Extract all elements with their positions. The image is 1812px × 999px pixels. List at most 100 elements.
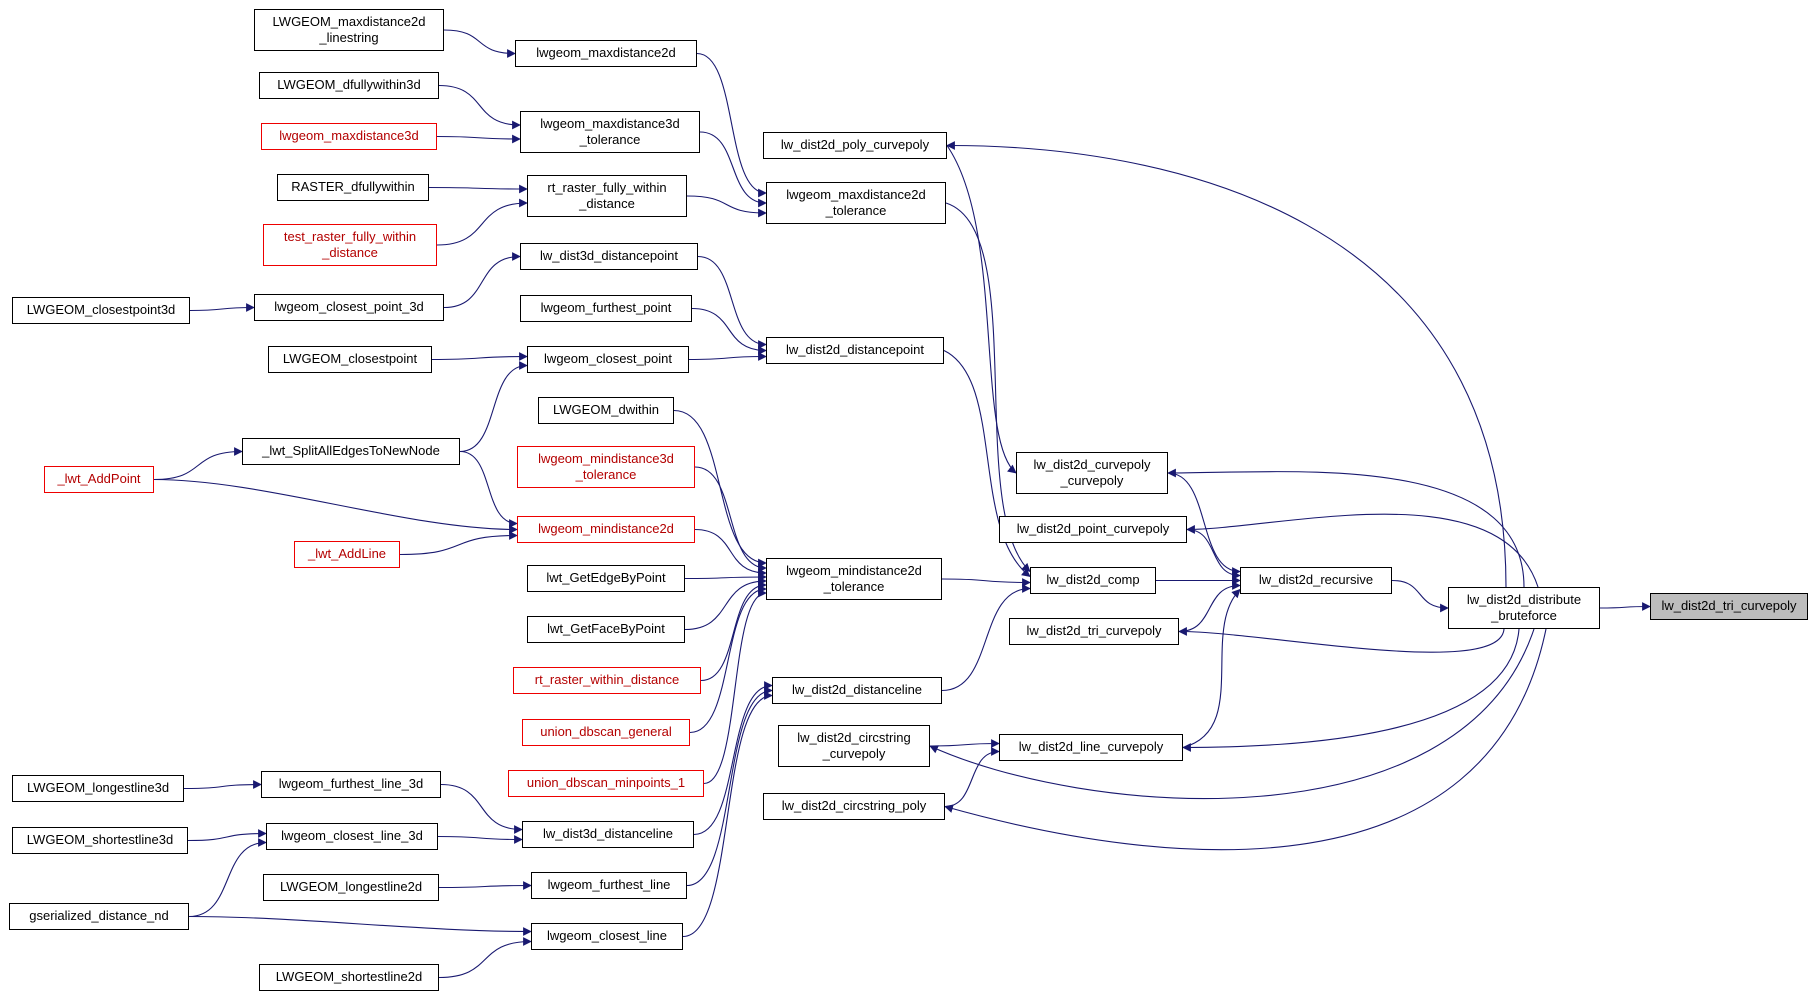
node-LWGEOM_closestpoint3d[interactable]: LWGEOM_closestpoint3d	[12, 297, 190, 324]
node-label: LWGEOM_shortestline2d	[275, 969, 423, 985]
node-rt_raster_fully_within_distance[interactable]: rt_raster_fully_within _distance	[527, 175, 687, 217]
node-label: lwgeom_maxdistance3d	[279, 128, 419, 144]
node-label: lw_dist2d_circstring _curvepoly	[797, 729, 911, 761]
node-lwgeom_mindistance2d[interactable]: lwgeom_mindistance2d	[517, 516, 695, 543]
node-LWGEOM_longestline3d[interactable]: LWGEOM_longestline3d	[12, 775, 184, 802]
node-label: LWGEOM_closestpoint3d	[26, 302, 176, 318]
edge-LWGEOM_longestline2d-to-lwgeom_furthest_line	[438, 881, 532, 890]
edge-LWGEOM_closestpoint-to-lwgeom_closest_point	[431, 352, 528, 361]
node-label: lw_dist2d_tri_curvepoly	[1026, 623, 1162, 639]
edge-rt_raster_fully_within_distance-to-lwgeom_maxdistance2d_tolerance	[686, 195, 767, 218]
node-LWGEOM_maxdistance2d_linestring[interactable]: LWGEOM_maxdistance2d _linestring	[254, 9, 444, 51]
node-label: lwgeom_mindistance2d	[538, 521, 674, 537]
node-_lwt_AddPoint[interactable]: _lwt_AddPoint	[44, 466, 154, 493]
node-label: lwgeom_closest_line	[547, 928, 667, 944]
node-lw_dist2d_recursive[interactable]: lw_dist2d_recursive	[1240, 567, 1392, 594]
node-lw_dist2d_tri_curvepoly_target[interactable]: lw_dist2d_tri_curvepoly	[1650, 593, 1808, 620]
node-label: lw_dist3d_distanceline	[542, 826, 674, 842]
edge-gserialized_distance_nd-to-lwgeom_closest_line_3d	[188, 838, 267, 918]
edge-lwgeom_mindistance2d-to-lwgeom_mindistance2d_tolerance	[694, 528, 767, 578]
edge-lw_dist2d_curvepoly_curvepoly-to-lw_dist2d_recursive	[1167, 472, 1241, 576]
edge-lw_dist2d_recursive-to-lw_dist2d_distribute_bruteforce	[1391, 579, 1449, 613]
edge-lw_dist3d_distanceline-to-lw_dist2d_distanceline	[693, 681, 773, 836]
edge-lw_dist2d_distribute_bruteforce-to-lw_dist2d_tri_curvepoly_caller	[1178, 627, 1505, 653]
node-lwgeom_maxdistance2d[interactable]: lwgeom_maxdistance2d	[515, 40, 697, 67]
node-lw_dist2d_comp[interactable]: lw_dist2d_comp	[1030, 567, 1156, 594]
node-lw_dist2d_curvepoly_curvepoly[interactable]: lw_dist2d_curvepoly _curvepoly	[1016, 452, 1168, 494]
node-LWGEOM_closestpoint[interactable]: LWGEOM_closestpoint	[268, 346, 432, 373]
node-lwgeom_closest_point_3d[interactable]: lwgeom_closest_point_3d	[254, 294, 444, 321]
node-lw_dist2d_distanceline[interactable]: lw_dist2d_distanceline	[772, 677, 942, 704]
node-union_dbscan_minpoints_1[interactable]: union_dbscan_minpoints_1	[508, 770, 704, 797]
node-lwgeom_closest_point[interactable]: lwgeom_closest_point	[527, 346, 689, 373]
edge-_lwt_AddPoint-to-lwgeom_mindistance2d	[153, 478, 518, 534]
node-gserialized_distance_nd[interactable]: gserialized_distance_nd	[9, 903, 189, 930]
node-lwgeom_furthest_point[interactable]: lwgeom_furthest_point	[520, 295, 692, 322]
node-label: lwgeom_maxdistance2d _tolerance	[786, 186, 926, 218]
node-_lwt_AddLine[interactable]: _lwt_AddLine	[294, 541, 400, 568]
node-label: lw_dist2d_tri_curvepoly	[1661, 598, 1797, 614]
node-lwgeom_furthest_line_3d[interactable]: lwgeom_furthest_line_3d	[261, 771, 441, 798]
node-lwgeom_closest_line[interactable]: lwgeom_closest_line	[531, 923, 683, 950]
node-label: lwgeom_closest_point_3d	[274, 299, 424, 315]
edge-lwgeom_furthest_line-to-lw_dist2d_distanceline	[686, 686, 773, 887]
node-label: RASTER_dfullywithin	[291, 179, 415, 195]
edge-lw_dist2d_distanceline-to-lw_dist2d_comp	[941, 584, 1031, 692]
edge-lw_dist2d_tri_curvepoly_caller-to-lw_dist2d_recursive	[1178, 581, 1241, 633]
node-lw_dist3d_distanceline[interactable]: lw_dist3d_distanceline	[522, 821, 694, 848]
node-LWGEOM_dfullywithin3d[interactable]: LWGEOM_dfullywithin3d	[259, 72, 439, 99]
edge-lw_dist2d_distribute_bruteforce-to-lw_dist2d_curvepoly_curvepoly	[1167, 468, 1525, 588]
node-lw_dist2d_distribute_bruteforce[interactable]: lw_dist2d_distribute _bruteforce	[1448, 587, 1600, 629]
node-_lwt_SplitAllEdgesToNewNode[interactable]: _lwt_SplitAllEdgesToNewNode	[242, 438, 460, 465]
node-label: union_dbscan_minpoints_1	[526, 775, 686, 791]
node-label: lw_dist2d_distancepoint	[785, 342, 925, 358]
edge-lwgeom_mindistance3d_tolerance-to-lwgeom_mindistance2d_tolerance	[694, 466, 767, 573]
node-label: lw_dist2d_distribute _bruteforce	[1466, 591, 1582, 623]
node-label: LWGEOM_maxdistance2d _linestring	[272, 13, 426, 45]
node-label: LWGEOM_closestpoint	[282, 351, 418, 367]
node-lw_dist3d_distancepoint[interactable]: lw_dist3d_distancepoint	[520, 243, 698, 270]
node-label: lwt_GetFaceByPoint	[547, 621, 665, 637]
node-label: lw_dist2d_circstring_poly	[781, 798, 927, 814]
node-lwgeom_furthest_line[interactable]: lwgeom_furthest_line	[531, 872, 687, 899]
node-label: LWGEOM_longestline3d	[26, 780, 170, 796]
node-LWGEOM_dwithin[interactable]: LWGEOM_dwithin	[538, 397, 674, 424]
node-label: gserialized_distance_nd	[29, 908, 169, 924]
node-lw_dist2d_distancepoint[interactable]: lw_dist2d_distancepoint	[766, 337, 944, 364]
node-lw_dist2d_circstring_poly[interactable]: lw_dist2d_circstring_poly	[763, 793, 945, 820]
node-label: lw_dist2d_distanceline	[791, 682, 923, 698]
edge-LWGEOM_longestline3d-to-lwgeom_furthest_line_3d	[183, 780, 262, 790]
node-lw_dist2d_line_curvepoly[interactable]: lw_dist2d_line_curvepoly	[999, 734, 1183, 761]
node-lw_dist2d_point_curvepoly[interactable]: lw_dist2d_point_curvepoly	[999, 516, 1187, 543]
edge-lw_dist2d_line_curvepoly-to-lw_dist2d_recursive	[1182, 588, 1241, 749]
node-rt_raster_within_distance[interactable]: rt_raster_within_distance	[513, 667, 701, 694]
node-label: rt_raster_fully_within _distance	[547, 179, 667, 211]
node-lwgeom_maxdistance3d[interactable]: lwgeom_maxdistance3d	[261, 123, 437, 150]
node-LWGEOM_shortestline3d[interactable]: LWGEOM_shortestline3d	[12, 827, 188, 854]
node-lw_dist2d_poly_curvepoly[interactable]: lw_dist2d_poly_curvepoly	[763, 132, 947, 159]
node-label: lwgeom_furthest_line_3d	[278, 776, 424, 792]
node-LWGEOM_longestline2d[interactable]: LWGEOM_longestline2d	[263, 874, 439, 901]
edge-lwgeom_mindistance2d_tolerance-to-lw_dist2d_comp	[941, 578, 1031, 587]
node-lw_dist2d_tri_curvepoly_caller[interactable]: lw_dist2d_tri_curvepoly	[1009, 618, 1179, 645]
node-RASTER_dfullywithin[interactable]: RASTER_dfullywithin	[277, 174, 429, 201]
node-lwgeom_mindistance2d_tolerance[interactable]: lwgeom_mindistance2d _tolerance	[766, 558, 942, 600]
node-lwgeom_maxdistance2d_tolerance[interactable]: lwgeom_maxdistance2d _tolerance	[766, 182, 946, 224]
node-test_raster_fully_within_distance[interactable]: test_raster_fully_within _distance	[263, 224, 437, 266]
node-lw_dist2d_circstring_curvepoly[interactable]: lw_dist2d_circstring _curvepoly	[778, 725, 930, 767]
edge-lwgeom_closest_point-to-lw_dist2d_distancepoint	[688, 352, 767, 361]
edge-LWGEOM_maxdistance2d_linestring-to-lwgeom_maxdistance2d	[443, 29, 516, 58]
node-lwt_GetEdgeByPoint[interactable]: lwt_GetEdgeByPoint	[527, 565, 685, 592]
node-lwgeom_closest_line_3d[interactable]: lwgeom_closest_line_3d	[266, 823, 438, 850]
node-LWGEOM_shortestline2d[interactable]: LWGEOM_shortestline2d	[259, 964, 439, 991]
node-label: lwgeom_furthest_point	[540, 300, 672, 316]
node-lwt_GetFaceByPoint[interactable]: lwt_GetFaceByPoint	[527, 616, 685, 643]
edge-_lwt_SplitAllEdgesToNewNode-to-lwgeom_mindistance2d	[459, 450, 518, 528]
node-union_dbscan_general[interactable]: union_dbscan_general	[522, 719, 690, 746]
node-lwgeom_maxdistance3d_tolerance[interactable]: lwgeom_maxdistance3d _tolerance	[520, 111, 700, 153]
node-label: _lwt_AddPoint	[57, 471, 141, 487]
edge-test_raster_fully_within_distance-to-rt_raster_fully_within_distance	[436, 198, 528, 246]
node-label: lw_dist2d_curvepoly _curvepoly	[1033, 456, 1151, 488]
edge-lw_dist2d_distribute_bruteforce-to-lw_dist2d_circstring_curvepoly	[929, 628, 1535, 800]
node-lwgeom_mindistance3d_tolerance[interactable]: lwgeom_mindistance3d _tolerance	[517, 446, 695, 488]
